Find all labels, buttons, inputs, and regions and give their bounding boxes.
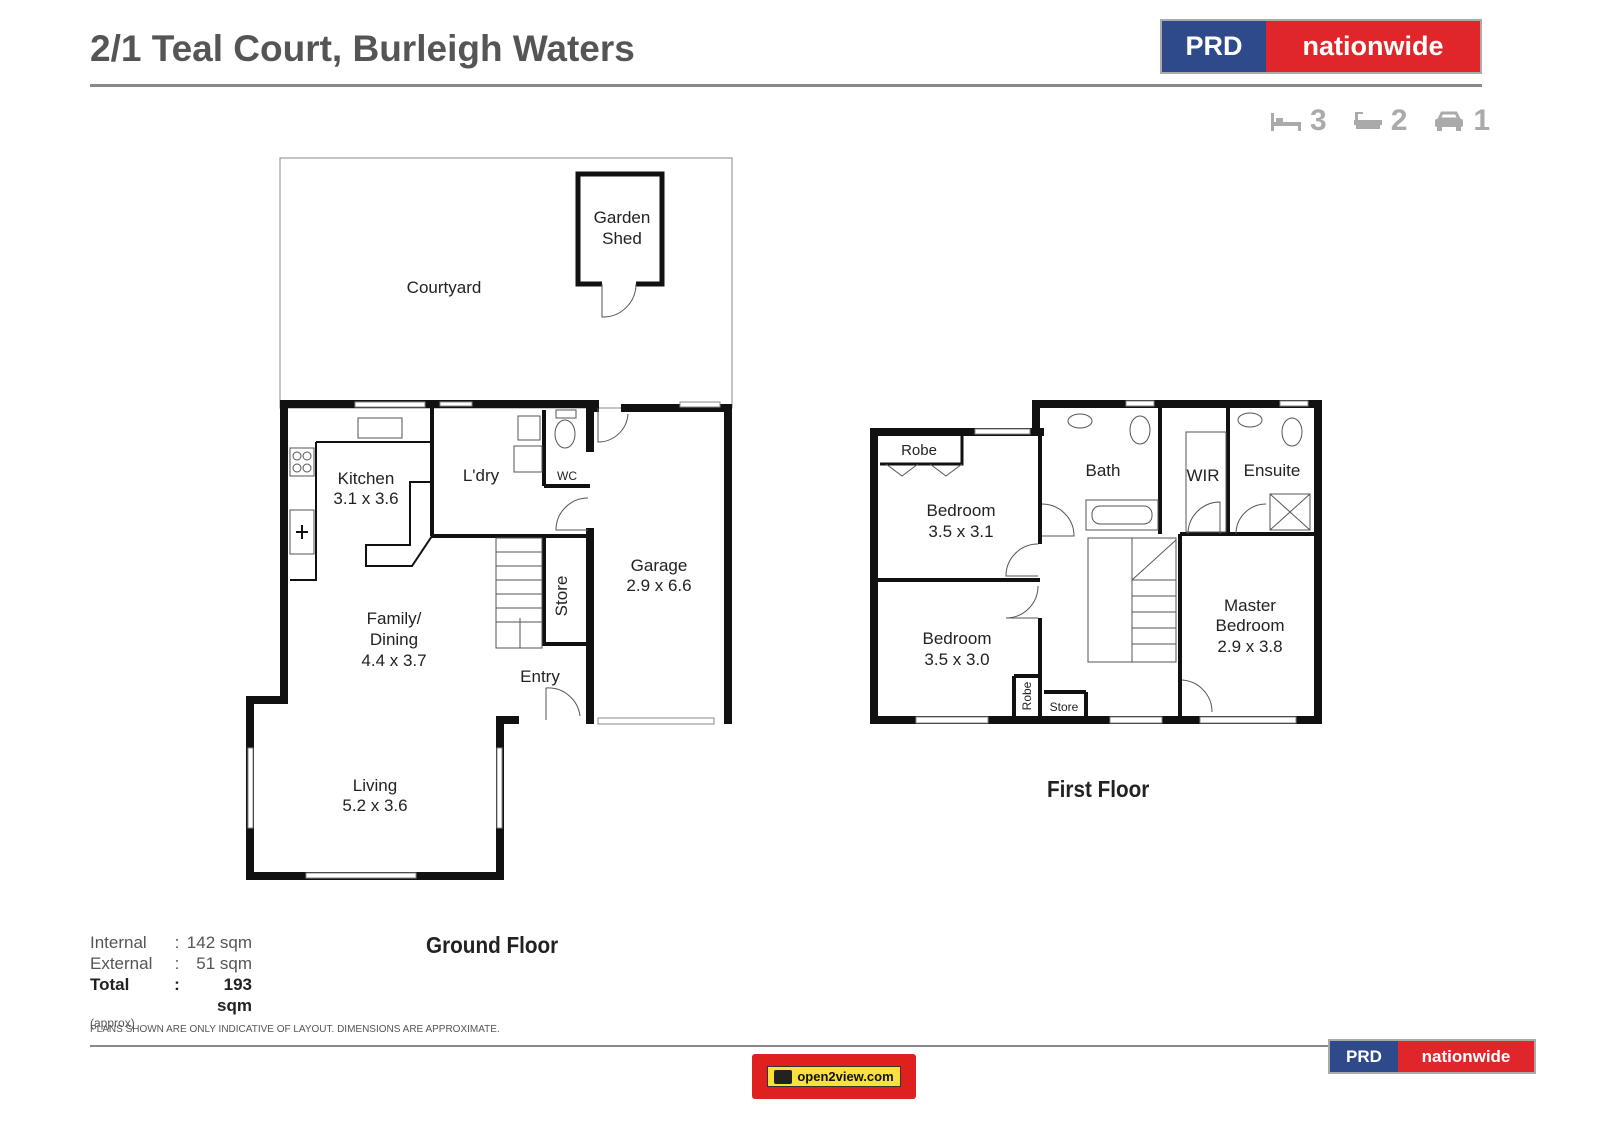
bedroom-1-label: Bedroom bbox=[927, 501, 996, 520]
ensuite-label: Ensuite bbox=[1244, 461, 1301, 480]
nationwide-logo-bottom-text: nationwide bbox=[1398, 1041, 1534, 1072]
first-floor-windows bbox=[915, 400, 1309, 724]
living-label: Living bbox=[353, 776, 397, 795]
external-value: 51 sqm bbox=[196, 954, 252, 973]
footer-rule bbox=[90, 1045, 1530, 1047]
open2view-text: open2view.com bbox=[797, 1069, 894, 1084]
family-dining-label-1: Family/ bbox=[367, 609, 422, 628]
bed-icon bbox=[1271, 113, 1301, 131]
approx-note: (approx) bbox=[90, 1016, 135, 1030]
property-features: 3 2 1 bbox=[1270, 104, 1516, 138]
total-label: Total bbox=[90, 975, 130, 994]
garage-dimensions: 2.9 x 6.6 bbox=[626, 576, 691, 595]
open2view-icon bbox=[774, 1069, 793, 1084]
robe-top-label: Robe bbox=[901, 442, 937, 459]
internal-label: Internal bbox=[90, 933, 147, 952]
open2view-badge: open2view.com bbox=[752, 1054, 916, 1099]
external-area-row: External : 51 sqm bbox=[90, 953, 252, 974]
ground-floor-fixtures bbox=[289, 408, 629, 720]
car-icon bbox=[1435, 111, 1464, 131]
ground-floor-plan bbox=[246, 157, 733, 880]
bath-icon bbox=[1353, 112, 1382, 129]
baths-count: 2 bbox=[1390, 104, 1408, 137]
bedroom-1-dimensions: 3.5 x 3.1 bbox=[928, 522, 993, 541]
bedroom-2-dimensions: 3.5 x 3.0 bbox=[924, 650, 989, 669]
first-floor-plan bbox=[870, 400, 1322, 724]
garden-shed bbox=[575, 171, 665, 318]
first-floor-labels: Robe Bedroom 3.5 x 3.1 Bath WIR Ensuite … bbox=[901, 442, 1300, 714]
cars-feature: 1 bbox=[1433, 104, 1490, 138]
prd-logo-text: PRD bbox=[1162, 21, 1266, 72]
master-bedroom-dimensions: 2.9 x 3.8 bbox=[1217, 637, 1282, 656]
ground-floor-inner-walls bbox=[290, 406, 590, 646]
kitchen-dimensions: 3.1 x 3.6 bbox=[333, 489, 398, 508]
master-bedroom-label-2: Bedroom bbox=[1216, 616, 1285, 635]
page-title: 2/1 Teal Court, Burleigh Waters bbox=[90, 28, 635, 69]
bedroom-2-label: Bedroom bbox=[923, 629, 992, 648]
total-area-row: Total : 193 sqm bbox=[90, 974, 252, 1016]
wc-label: WC bbox=[557, 469, 577, 483]
store-label: Store bbox=[552, 576, 571, 617]
robe-small-label: Robe bbox=[1020, 681, 1034, 710]
kitchen-label: Kitchen bbox=[338, 469, 395, 488]
disclaimer: PLANS SHOWN ARE ONLY INDICATIVE OF LAYOU… bbox=[90, 1024, 500, 1035]
living-dimensions: 5.2 x 3.6 bbox=[342, 796, 407, 815]
external-label: External bbox=[90, 954, 153, 973]
cars-count: 1 bbox=[1473, 104, 1491, 137]
ground-floor-windows bbox=[247, 401, 721, 879]
garden-shed-label-1: Garden bbox=[594, 208, 651, 227]
header-rule bbox=[90, 84, 1482, 87]
wir-label: WIR bbox=[1186, 466, 1219, 485]
baths-feature: 2 bbox=[1353, 104, 1408, 138]
entry-label: Entry bbox=[520, 667, 560, 686]
family-dining-label-2: Dining bbox=[370, 630, 418, 649]
courtyard-label: Courtyard bbox=[407, 278, 482, 297]
prd-logo-top: PRD nationwide bbox=[1160, 19, 1482, 74]
first-floor-walls bbox=[870, 400, 1322, 724]
internal-value: 142 sqm bbox=[186, 933, 252, 952]
ground-floor-title: Ground Floor bbox=[426, 932, 559, 958]
total-separator: : bbox=[174, 975, 180, 994]
beds-feature: 3 bbox=[1270, 104, 1327, 138]
beds-count: 3 bbox=[1310, 104, 1327, 137]
total-value: 193 sqm bbox=[217, 975, 252, 1015]
first-floor-title: First Floor bbox=[1047, 776, 1150, 802]
area-summary: Internal : 142 sqm External : 51 sqm Tot… bbox=[90, 932, 252, 1030]
external-separator: : bbox=[174, 954, 180, 973]
open2view-inner: open2view.com bbox=[767, 1066, 901, 1087]
first-floor-inner-walls bbox=[876, 406, 1316, 716]
internal-area-row: Internal : 142 sqm bbox=[90, 932, 252, 953]
prd-logo-bottom-text: PRD bbox=[1330, 1041, 1398, 1072]
prd-logo-bottom: PRD nationwide bbox=[1328, 1039, 1536, 1074]
nationwide-logo-text: nationwide bbox=[1266, 21, 1480, 72]
master-bedroom-label-1: Master bbox=[1224, 596, 1276, 615]
bath-label: Bath bbox=[1086, 461, 1121, 480]
laundry-label: L'dry bbox=[463, 466, 500, 485]
garden-shed-label-2: Shed bbox=[602, 229, 642, 248]
internal-separator: : bbox=[174, 933, 180, 952]
garage-label: Garage bbox=[631, 556, 688, 575]
store-first-floor-label: Store bbox=[1050, 700, 1079, 714]
family-dining-dimensions: 4.4 x 3.7 bbox=[361, 651, 426, 670]
first-floor-fixtures bbox=[885, 412, 1311, 713]
ground-floor-labels: Courtyard Garden Shed Kitchen 3.1 x 3.6 … bbox=[333, 208, 691, 815]
